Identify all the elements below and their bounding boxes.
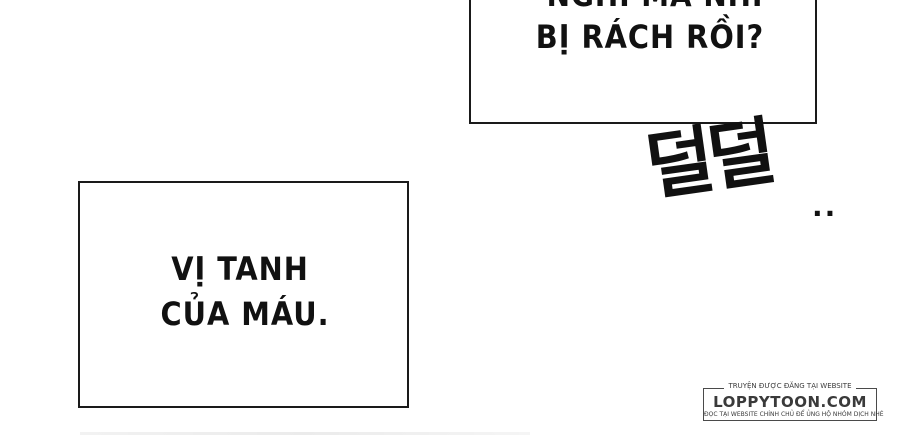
speech-text-bottom-line1: VỊ TANH [171, 250, 309, 288]
speech-box-top [469, 0, 817, 124]
watermark-sub-text: ĐỌC TẠI WEBSITE CHÍNH CHỦ ĐỂ ỦNG HỘ NHÓM… [704, 411, 884, 418]
speech-box-bottom [78, 181, 409, 408]
watermark-badge: TRUYỆN ĐƯỢC ĐĂNG TẠI WEBSITE LOPPYTOON.C… [703, 382, 884, 421]
watermark-top-text: TRUYỆN ĐƯỢC ĐĂNG TẠI WEBSITE [724, 382, 856, 390]
speech-text-bottom-line2: CỦA MÁU. [160, 295, 330, 333]
sound-effect-text: 덜덜 [640, 108, 776, 212]
speech-text-top-partial: NGHĨ MÀ NHỈ [540, 0, 770, 14]
speech-text-top: BỊ RÁCH RỒI? [535, 18, 765, 56]
watermark-main-text: LOPPYTOON.COM [713, 393, 867, 411]
sound-effect-dots: .. [812, 190, 838, 223]
panel-edge-shadow [80, 432, 530, 435]
